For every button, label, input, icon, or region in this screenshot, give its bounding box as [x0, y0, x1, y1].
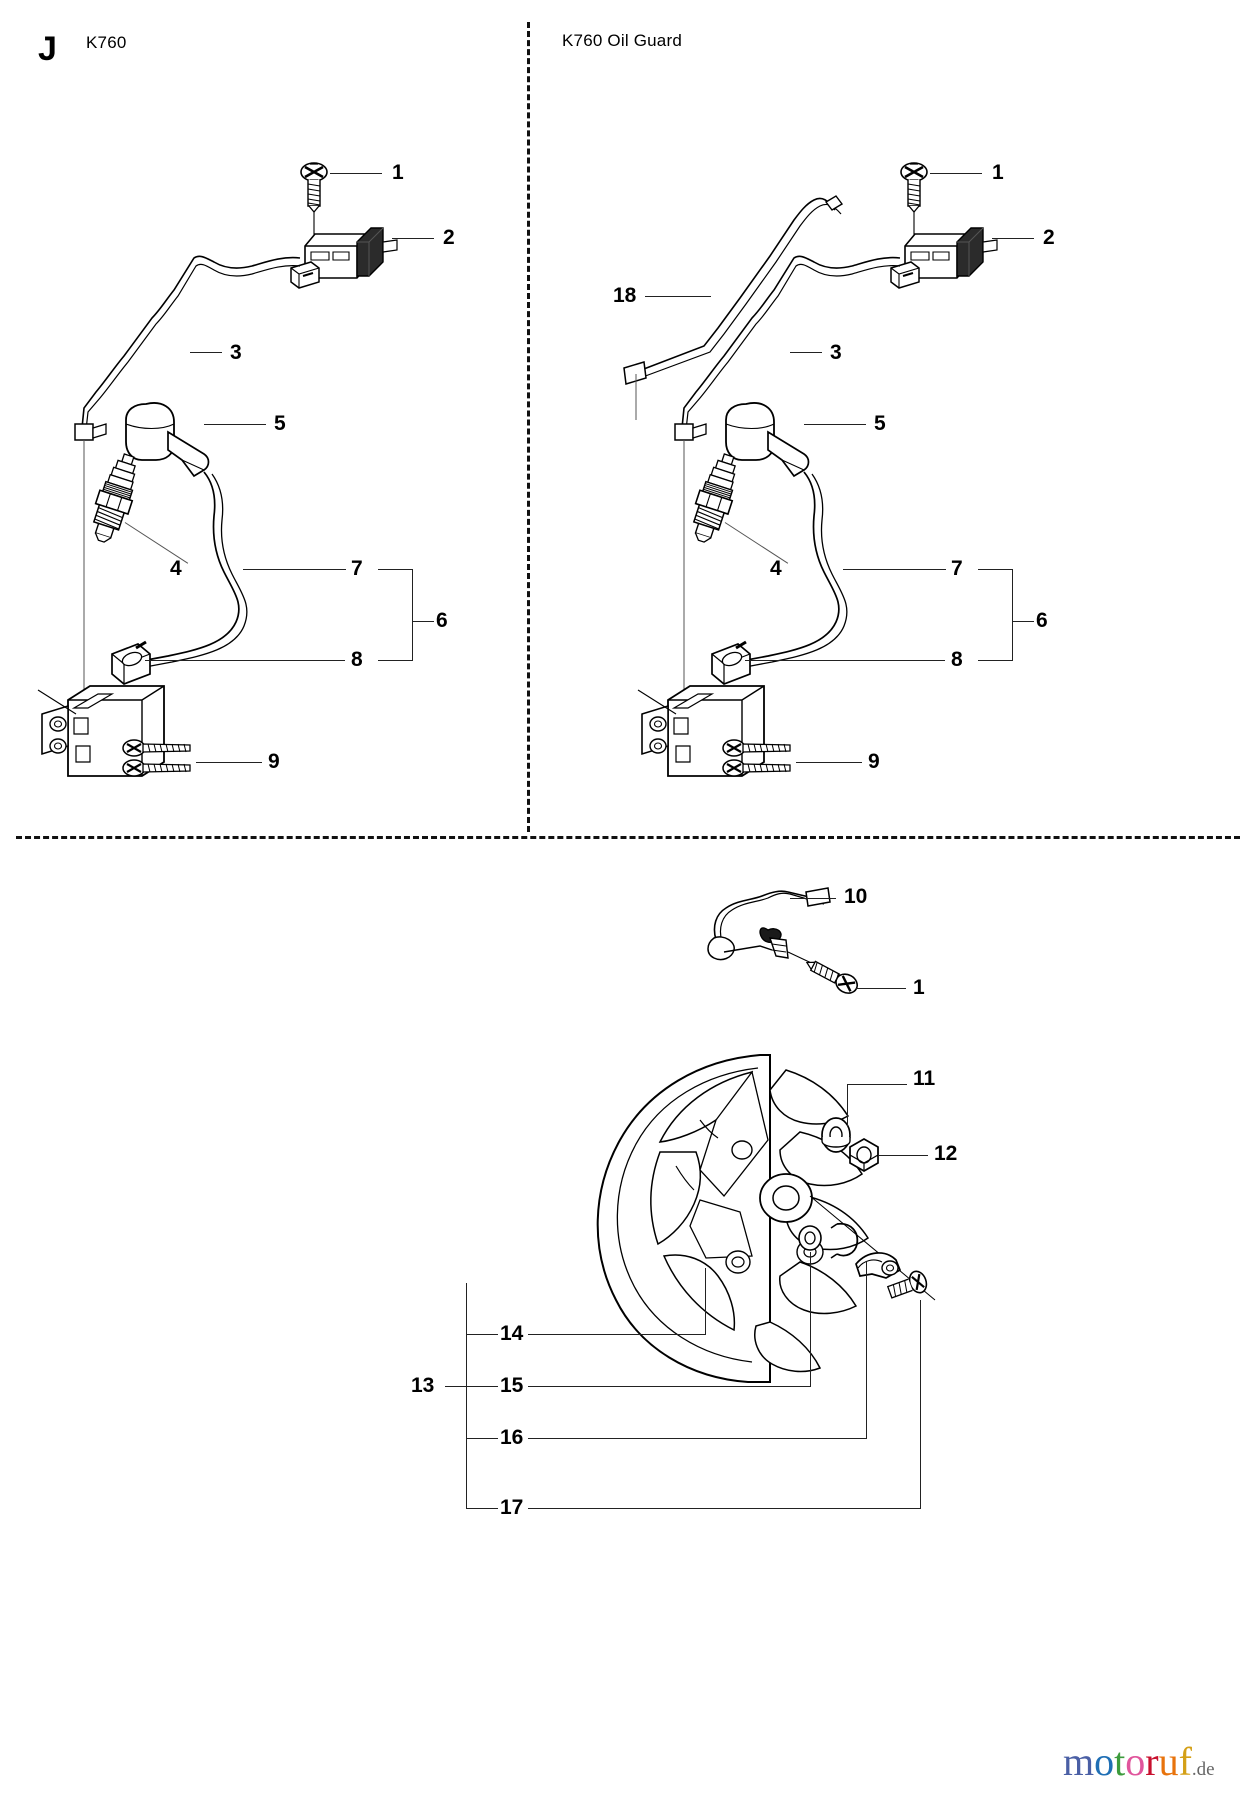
callout-right-1: 1: [992, 161, 1004, 184]
leader-bottom-16-left: [466, 1438, 498, 1439]
flywheel-artwork: [596, 1054, 870, 1383]
leader-right-9: [796, 762, 862, 763]
callout-left-7: 7: [351, 557, 363, 580]
leader-left-7: [243, 569, 346, 570]
bracket-left-top: [378, 569, 413, 570]
variant-title-k760-oil-guard: K760 Oil Guard: [562, 31, 682, 50]
callout-bottom-1: 1: [913, 976, 925, 999]
callout-left-6: 6: [436, 609, 448, 632]
leader-bottom-15-riser: [810, 1252, 811, 1387]
bracket-left-bottom: [378, 660, 413, 661]
callout-bottom-10: 10: [844, 885, 868, 908]
panel-divider-horizontal: [16, 836, 1240, 839]
callout-right-8: 8: [951, 648, 963, 671]
leader-bottom-11: [847, 1084, 907, 1085]
variant-title-k760: K760: [86, 33, 127, 52]
bracket-right-top: [978, 569, 1013, 570]
callout-left-5: 5: [274, 412, 286, 435]
leader-right-8: [745, 660, 945, 661]
leader-right-2: [992, 238, 1034, 239]
wm-letter-5: u: [1158, 1739, 1179, 1784]
bottom-panel-artwork: [596, 887, 936, 1383]
leader-bottom-16-right: [528, 1438, 867, 1439]
leader-left-1: [330, 173, 382, 174]
callout-bottom-13: 13: [411, 1374, 435, 1397]
callout-right-6: 6: [1036, 609, 1048, 632]
callout-right-7: 7: [951, 557, 963, 580]
wm-letter-6: f: [1178, 1739, 1192, 1784]
leader-bottom-10: [790, 898, 836, 899]
leader-bottom-17-riser: [920, 1300, 921, 1509]
bracket-right-spine: [1012, 569, 1013, 661]
leader-bottom-1: [856, 988, 906, 989]
bracket-left-spine: [412, 569, 413, 661]
leader-right-18: [645, 296, 711, 297]
leader-bottom-15-right: [528, 1386, 811, 1387]
leader-left-8: [145, 660, 345, 661]
leader-bottom-16-riser: [866, 1262, 867, 1439]
bracket-left-stem: [412, 621, 434, 622]
callout-left-8: 8: [351, 648, 363, 671]
leader-bottom-14-riser: [705, 1268, 706, 1335]
leader-left-2: [392, 238, 434, 239]
leader-left-5: [204, 424, 266, 425]
callout-right-4: 4: [770, 557, 782, 580]
wm-letter-0: m: [1063, 1739, 1095, 1784]
leader-right-1: [930, 173, 982, 174]
wm-letter-2: t: [1114, 1739, 1126, 1784]
callout-left-4: 4: [170, 557, 182, 580]
callout-left-9: 9: [268, 750, 280, 773]
callout-right-3: 3: [830, 341, 842, 364]
callout-bottom-11: 11: [913, 1067, 936, 1090]
callout-bottom-17: 17: [500, 1496, 524, 1519]
right-panel-artwork: [623, 161, 998, 778]
callout-right-5: 5: [874, 412, 886, 435]
leader-bottom-11-stem: [847, 1084, 848, 1126]
callout-bottom-14: 14: [500, 1322, 524, 1345]
leader-right-5: [804, 424, 866, 425]
leader-bottom-17-left: [466, 1508, 498, 1509]
wm-letter-1: o: [1094, 1739, 1115, 1784]
leader-bottom-14-left: [466, 1334, 498, 1335]
bracket-right-bottom: [978, 660, 1013, 661]
callout-right-18: 18: [613, 284, 637, 307]
wm-tld: .de: [1191, 1759, 1215, 1780]
callout-bottom-15: 15: [500, 1374, 524, 1397]
bracket-right-stem: [1012, 621, 1034, 622]
leader-bottom-12: [878, 1155, 928, 1156]
callout-right-2: 2: [1043, 226, 1055, 249]
wm-letter-4: r: [1145, 1739, 1159, 1784]
wm-letter-3: o: [1125, 1739, 1146, 1784]
left-panel-artwork: [37, 161, 398, 778]
callout-bottom-12: 12: [934, 1142, 958, 1165]
callout-left-2: 2: [443, 226, 455, 249]
motoruf-watermark: motoruf.de: [1063, 1742, 1215, 1782]
panel-divider-vertical: [527, 22, 530, 832]
leader-right-3: [790, 352, 822, 353]
callout-right-9: 9: [868, 750, 880, 773]
callout-bottom-16: 16: [500, 1426, 524, 1449]
bracket-13-stem: [445, 1386, 467, 1387]
leader-left-9: [196, 762, 262, 763]
callout-left-1: 1: [392, 161, 404, 184]
leader-right-7: [843, 569, 946, 570]
leader-bottom-14-right: [528, 1334, 706, 1335]
bracket-13-spine: [466, 1283, 467, 1509]
section-letter: J: [38, 30, 57, 68]
leader-bottom-15-left: [466, 1386, 498, 1387]
leader-bottom-17-right: [528, 1508, 921, 1509]
leader-left-3: [190, 352, 222, 353]
callout-left-3: 3: [230, 341, 242, 364]
